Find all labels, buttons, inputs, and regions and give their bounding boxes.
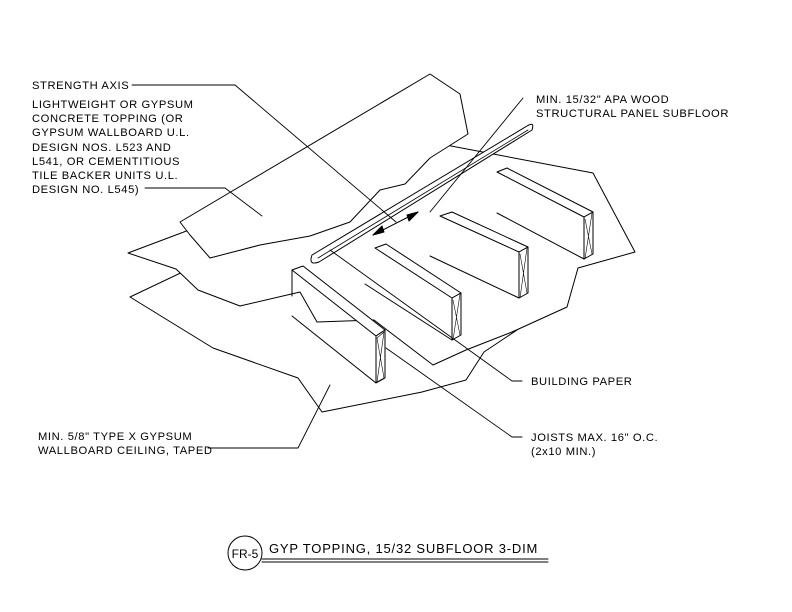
subfloor-label: MIN. 15/32" APA WOOD STRUCTURAL PANEL SU… <box>536 94 729 121</box>
subfloor-panel <box>127 141 636 366</box>
detail-tag-circle <box>227 535 263 571</box>
strength-axis-arrow <box>372 211 419 236</box>
strength-axis-label: STRENGTH AXIS <box>32 80 130 92</box>
ceiling-label: MIN. 5/8" TYPE X GYPSUM WALLBOARD CEILIN… <box>38 431 213 458</box>
title-block <box>227 535 549 571</box>
detail-tag: FR-5 <box>231 547 259 561</box>
topping-panel <box>179 73 469 259</box>
joists-label: JOISTS MAX. 16" O.C. (2x10 MIN.) <box>531 432 659 459</box>
topping-label: LIGHTWEIGHT OR GYPSUM CONCRETE TOPPING (… <box>32 99 194 197</box>
joists <box>291 167 594 384</box>
leader-lines <box>131 84 524 449</box>
building-paper-label: BUILDING PAPER <box>531 376 633 388</box>
detail-title: GYP TOPPING, 15/32 SUBFLOOR 3-DIM <box>269 541 539 556</box>
